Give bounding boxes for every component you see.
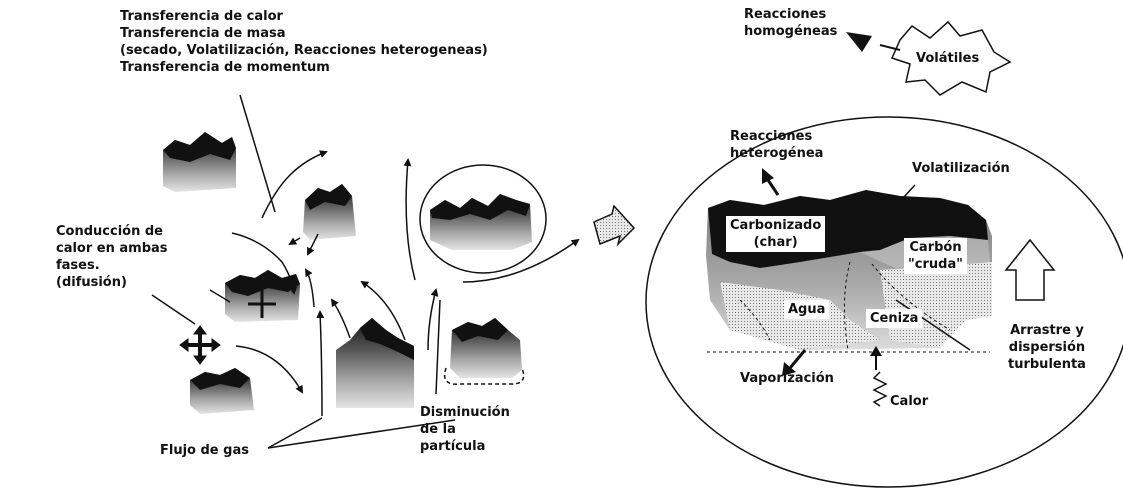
particle-1 — [163, 132, 236, 192]
char-line-1: Carbonizado — [730, 217, 821, 234]
char-label: Carbonizado (char) — [726, 216, 825, 252]
volatilization-label: Volatilización — [912, 160, 1010, 177]
transport-line-heat: Transferencia de calor — [120, 8, 488, 25]
particle-shrink-label: Disminución de la partícula — [420, 404, 510, 455]
homogeneous-line-2: homogéneas — [744, 23, 837, 40]
homogeneous-arrow-head — [846, 32, 872, 52]
particle-circled — [420, 165, 546, 273]
vaporization-label: Vaporización — [740, 370, 834, 387]
volatiles-label: Volátiles — [916, 50, 979, 67]
gas-flow-label: Flujo de gas — [160, 442, 249, 459]
drag-line-1: Arrastre y — [1008, 322, 1086, 339]
char-line-2: (char) — [730, 234, 821, 251]
heat-label: Calor — [890, 393, 928, 410]
transport-line-processes: (secado, Volatilización, Reacciones hete… — [120, 42, 488, 59]
ash-label: Ceniza — [866, 309, 922, 328]
particle-2 — [303, 184, 356, 240]
transition-arrow — [594, 206, 634, 244]
conduction-line-2: calor en ambas — [56, 240, 168, 257]
transport-line-mass: Transferencia de masa — [120, 25, 488, 42]
shrink-line-1: Disminución — [420, 404, 510, 421]
raw-coal-label: Carbón "cruda" — [904, 238, 967, 274]
shrink-line-2: de la — [420, 421, 510, 438]
vaporization-arrow-line — [790, 350, 805, 368]
drag-up-arrow — [1006, 240, 1054, 300]
raw-coal-line-1: Carbón — [908, 239, 963, 256]
heterogeneous-arrow-line — [768, 180, 778, 195]
heterogeneous-line-1: Reacciones — [730, 128, 823, 145]
conduction-line-4: (difusión) — [56, 274, 168, 291]
heterogeneous-reactions-label: Reacciones heterogénea — [730, 128, 823, 162]
conduction-line-3: fases. — [56, 257, 168, 274]
shrink-line-3: partícula — [420, 438, 510, 455]
drag-label: Arrastre y dispersión turbulenta — [1008, 322, 1086, 373]
raw-coal-line-2: "cruda" — [908, 256, 963, 273]
conduction-line-1: Conducción de — [56, 223, 168, 240]
particle-shrinking — [445, 318, 524, 384]
drag-line-2: dispersión — [1008, 339, 1086, 356]
particle-conduction — [225, 270, 300, 322]
conduction-label: Conducción de calor en ambas fases. (dif… — [56, 223, 168, 291]
heterogeneous-line-2: heterogénea — [730, 145, 823, 162]
transport-line-momentum: Transferencia de momentum — [120, 59, 488, 76]
diffusion-cross — [180, 326, 220, 364]
homogeneous-line-1: Reacciones — [744, 6, 837, 23]
transport-header: Transferencia de calor Transferencia de … — [120, 8, 488, 76]
homogeneous-reactions-label: Reacciones homogéneas — [744, 6, 837, 40]
heat-zigzag — [874, 372, 886, 406]
water-label: Agua — [784, 300, 829, 319]
particle-4 — [190, 368, 254, 414]
drag-line-3: turbulenta — [1008, 356, 1086, 373]
